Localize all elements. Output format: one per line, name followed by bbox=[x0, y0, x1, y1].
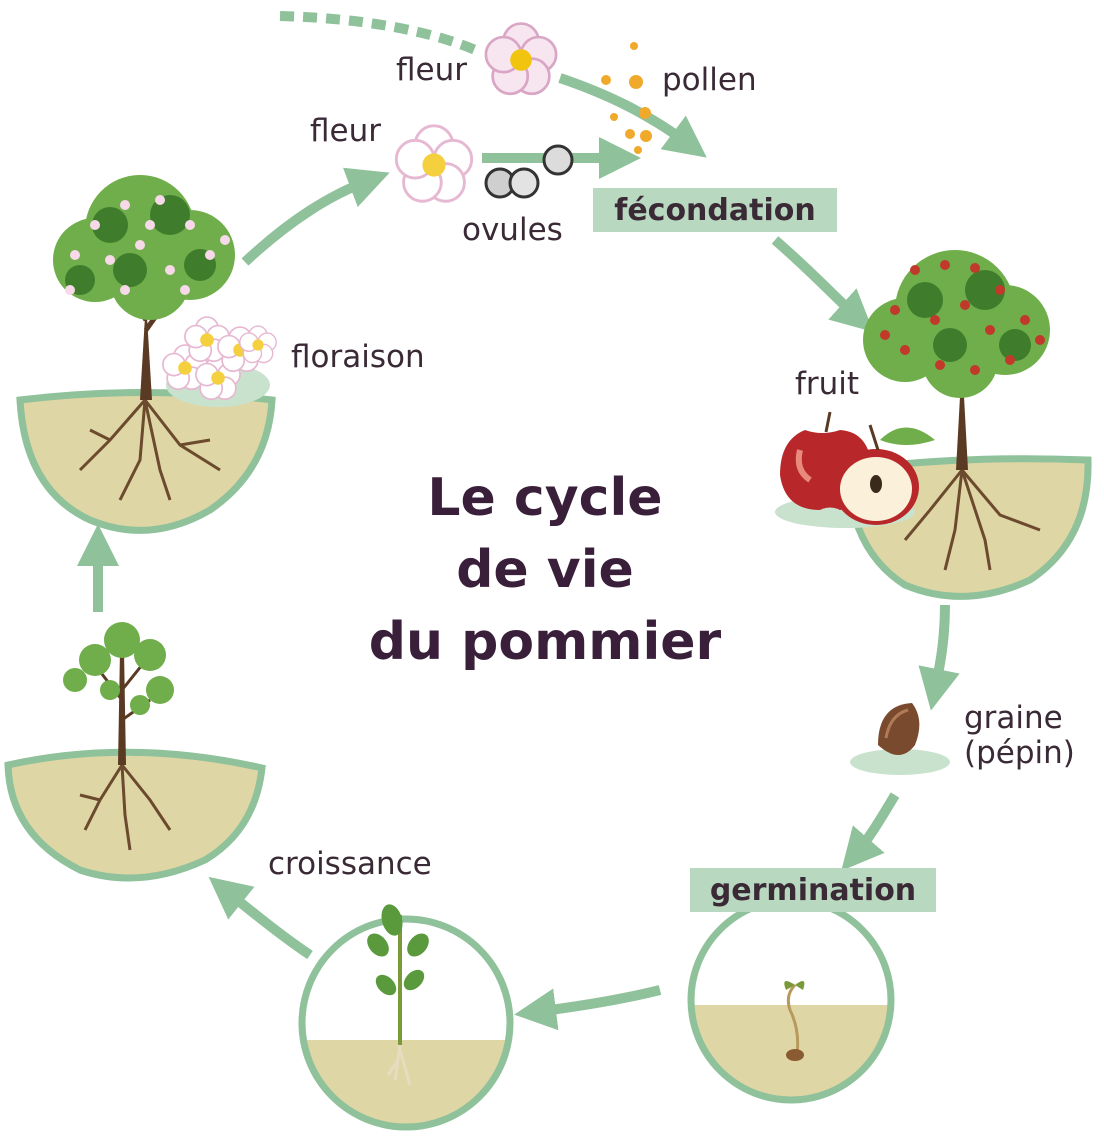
tree-young bbox=[4, 622, 266, 882]
arrow-croissance-to-young-tree bbox=[208, 876, 313, 960]
arrow-graine-to-germination bbox=[841, 792, 900, 871]
label-pollen: pollen bbox=[662, 62, 757, 98]
cycle-arrows bbox=[77, 11, 960, 1031]
label-fleur-mid: fleur bbox=[310, 113, 381, 149]
pollen-grains bbox=[601, 42, 652, 154]
arrow-floraison-to-fleur bbox=[241, 167, 390, 266]
title-line-1: Le cycle bbox=[427, 468, 663, 528]
germination-circle bbox=[687, 896, 895, 1104]
tree-flowering bbox=[16, 175, 277, 534]
arrow-fecondation-to-fruit bbox=[771, 236, 874, 333]
ovules bbox=[484, 144, 574, 199]
diagram-title: Le cycle de vie du pommier bbox=[300, 462, 790, 678]
flower-white-ovules bbox=[394, 124, 474, 203]
label-graine: graine bbox=[964, 700, 1063, 736]
label-fecondation: fécondation bbox=[593, 188, 837, 232]
label-ovules: ovules bbox=[462, 212, 563, 248]
tree-fruit bbox=[775, 250, 1092, 600]
label-fruit: fruit bbox=[795, 366, 860, 402]
title-line-3: du pommier bbox=[368, 612, 722, 672]
label-croissance: croissance bbox=[268, 846, 432, 882]
arrow-germination-to-croissance bbox=[514, 985, 662, 1031]
arrow-pollination-dashed bbox=[279, 11, 483, 57]
label-pepin: (pépin) bbox=[964, 735, 1075, 771]
label-fleur-top: fleur bbox=[396, 52, 467, 88]
label-germination: germination bbox=[690, 868, 936, 912]
croissance-circle bbox=[298, 904, 514, 1131]
title-line-2: de vie bbox=[456, 540, 634, 600]
label-floraison: floraison bbox=[291, 339, 425, 375]
seed-pepin bbox=[850, 703, 950, 775]
arrow-fruit-to-graine bbox=[918, 604, 960, 711]
flower-pink-top bbox=[484, 22, 558, 96]
arrow-pollen-to-fecondation bbox=[558, 73, 707, 158]
